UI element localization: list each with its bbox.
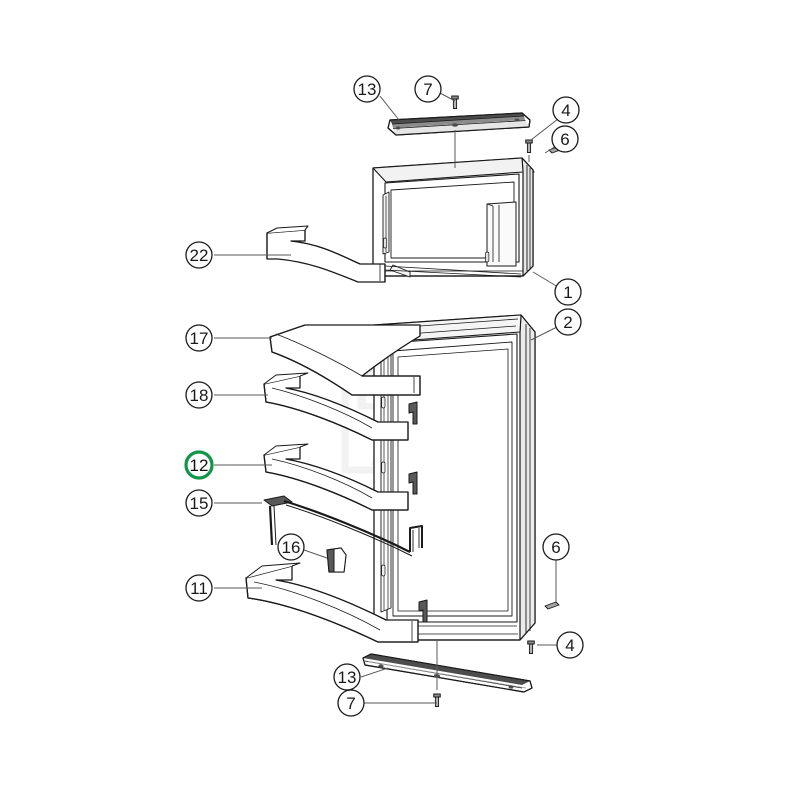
callout-label: 12: [190, 456, 209, 475]
callout-ring[interactable]: [337, 689, 365, 717]
callout-ring[interactable]: [554, 278, 582, 306]
part-fridge-door-assembly: [373, 314, 536, 641]
callout-label: 1: [563, 283, 572, 302]
callout-ring[interactable]: [185, 489, 213, 517]
part-door-balcony-middle: [263, 443, 418, 511]
callout-label: 18: [190, 386, 209, 405]
callout-label: 7: [346, 694, 355, 713]
part-door-trim-strip-bottom: [362, 653, 533, 693]
callout-18[interactable]: 18: [185, 381, 268, 409]
leader-line: [530, 118, 559, 141]
part-hinge-pin-bottom: [527, 640, 535, 654]
callout-6[interactable]: 6: [544, 125, 579, 154]
callout-13[interactable]: 13: [353, 75, 400, 121]
callout-label: 11: [190, 579, 208, 598]
callout-ring[interactable]: [185, 574, 213, 602]
callout-15[interactable]: 15: [185, 489, 262, 517]
callout-ring[interactable]: [185, 241, 213, 269]
callout-label: 17: [190, 329, 209, 348]
callout-4[interactable]: 4: [537, 631, 584, 659]
callout-ring[interactable]: [542, 533, 570, 561]
part-hinge-pin-top: [525, 139, 533, 153]
leader-line: [532, 271, 559, 288]
callout-1[interactable]: 1: [532, 271, 582, 306]
callout-label: 13: [338, 668, 357, 687]
part-bush-bottom: [544, 601, 560, 610]
callout-ring[interactable]: [554, 308, 582, 336]
callout-13[interactable]: 13: [333, 663, 389, 691]
callout-ring[interactable]: [277, 533, 305, 561]
callout-ring[interactable]: [552, 96, 580, 124]
part-screw-top: [451, 95, 459, 109]
leader-line: [379, 95, 400, 121]
callout-label: 6: [551, 538, 560, 557]
callout-16[interactable]: 16: [277, 533, 328, 561]
callout-6[interactable]: 6: [542, 533, 570, 602]
callout-label: 22: [190, 246, 209, 265]
part-door-shelf-upper: [269, 324, 421, 396]
callout-label: 6: [560, 130, 569, 149]
callout-ring[interactable]: [556, 631, 584, 659]
leader-line: [360, 667, 389, 678]
callout-12-highlighted[interactable]: 12: [184, 450, 272, 480]
callout-11[interactable]: 11: [185, 574, 262, 602]
part-shelf-end-cap: [326, 547, 347, 573]
leader-line: [439, 92, 456, 102]
callout-label: 13: [358, 80, 377, 99]
callout-17[interactable]: 17: [185, 324, 272, 352]
callout-ring[interactable]: [551, 125, 579, 153]
leader-line: [303, 549, 328, 559]
part-freezer-door-assembly: [372, 157, 535, 277]
callout-4[interactable]: 4: [530, 96, 580, 141]
part-bottle-retaining-bar: [263, 495, 423, 557]
callout-7[interactable]: 7: [337, 689, 437, 717]
part-door-balcony-lower: [245, 562, 428, 643]
leader-line: [530, 326, 558, 341]
callout-label: 15: [190, 494, 209, 513]
callout-label: 4: [561, 101, 570, 120]
callout-2[interactable]: 2: [530, 308, 582, 341]
callout-ring[interactable]: [353, 75, 381, 103]
callout-label: 16: [282, 538, 301, 557]
callout-label: 4: [565, 636, 574, 655]
part-screw-bottom: [433, 693, 441, 707]
callout-ring[interactable]: [414, 75, 442, 103]
callout-label: 7: [423, 80, 432, 99]
callout-ring[interactable]: [185, 324, 213, 352]
callout-22[interactable]: 22: [185, 241, 291, 269]
part-door-balcony-upper: [263, 372, 418, 441]
callout-ring[interactable]: [184, 450, 214, 480]
callout-ring[interactable]: [185, 381, 213, 409]
part-door-trim-strip-top: [387, 112, 531, 136]
callout-label: 2: [563, 313, 572, 332]
callout-7[interactable]: 7: [414, 75, 456, 103]
